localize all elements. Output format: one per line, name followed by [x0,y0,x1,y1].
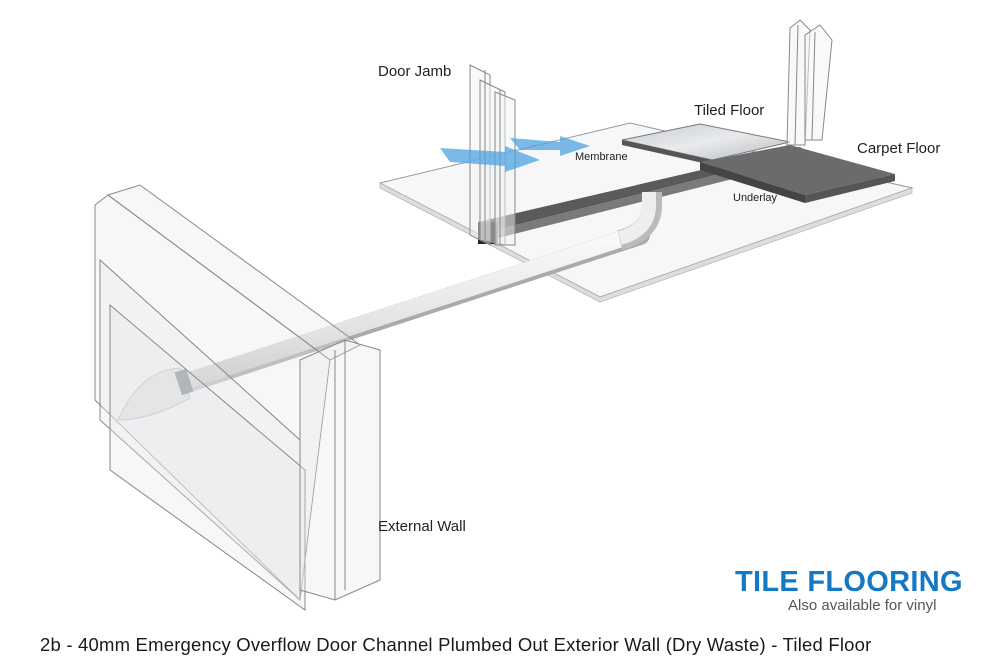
label-carpet-floor: Carpet Floor [857,140,941,157]
brand-subtitle: Also available for vinyl [788,597,937,614]
carpet-floor-sample [700,145,895,203]
label-membrane: Membrane [575,151,628,163]
right-door-jamb [786,19,833,146]
label-underlay: Underlay [733,192,778,204]
label-external-wall: External Wall [378,518,466,535]
external-wall [94,184,381,611]
water-flow-arrows [440,136,590,172]
label-tiled-floor: Tiled Floor [694,102,765,119]
brand-title: TILE FLOORING [735,566,963,598]
membrane-strip [622,140,712,165]
waste-pipe [117,192,662,421]
label-door-jamb: Door Jamb [378,63,452,80]
figure-caption: 2b - 40mm Emergency Overflow Door Channe… [40,634,872,655]
